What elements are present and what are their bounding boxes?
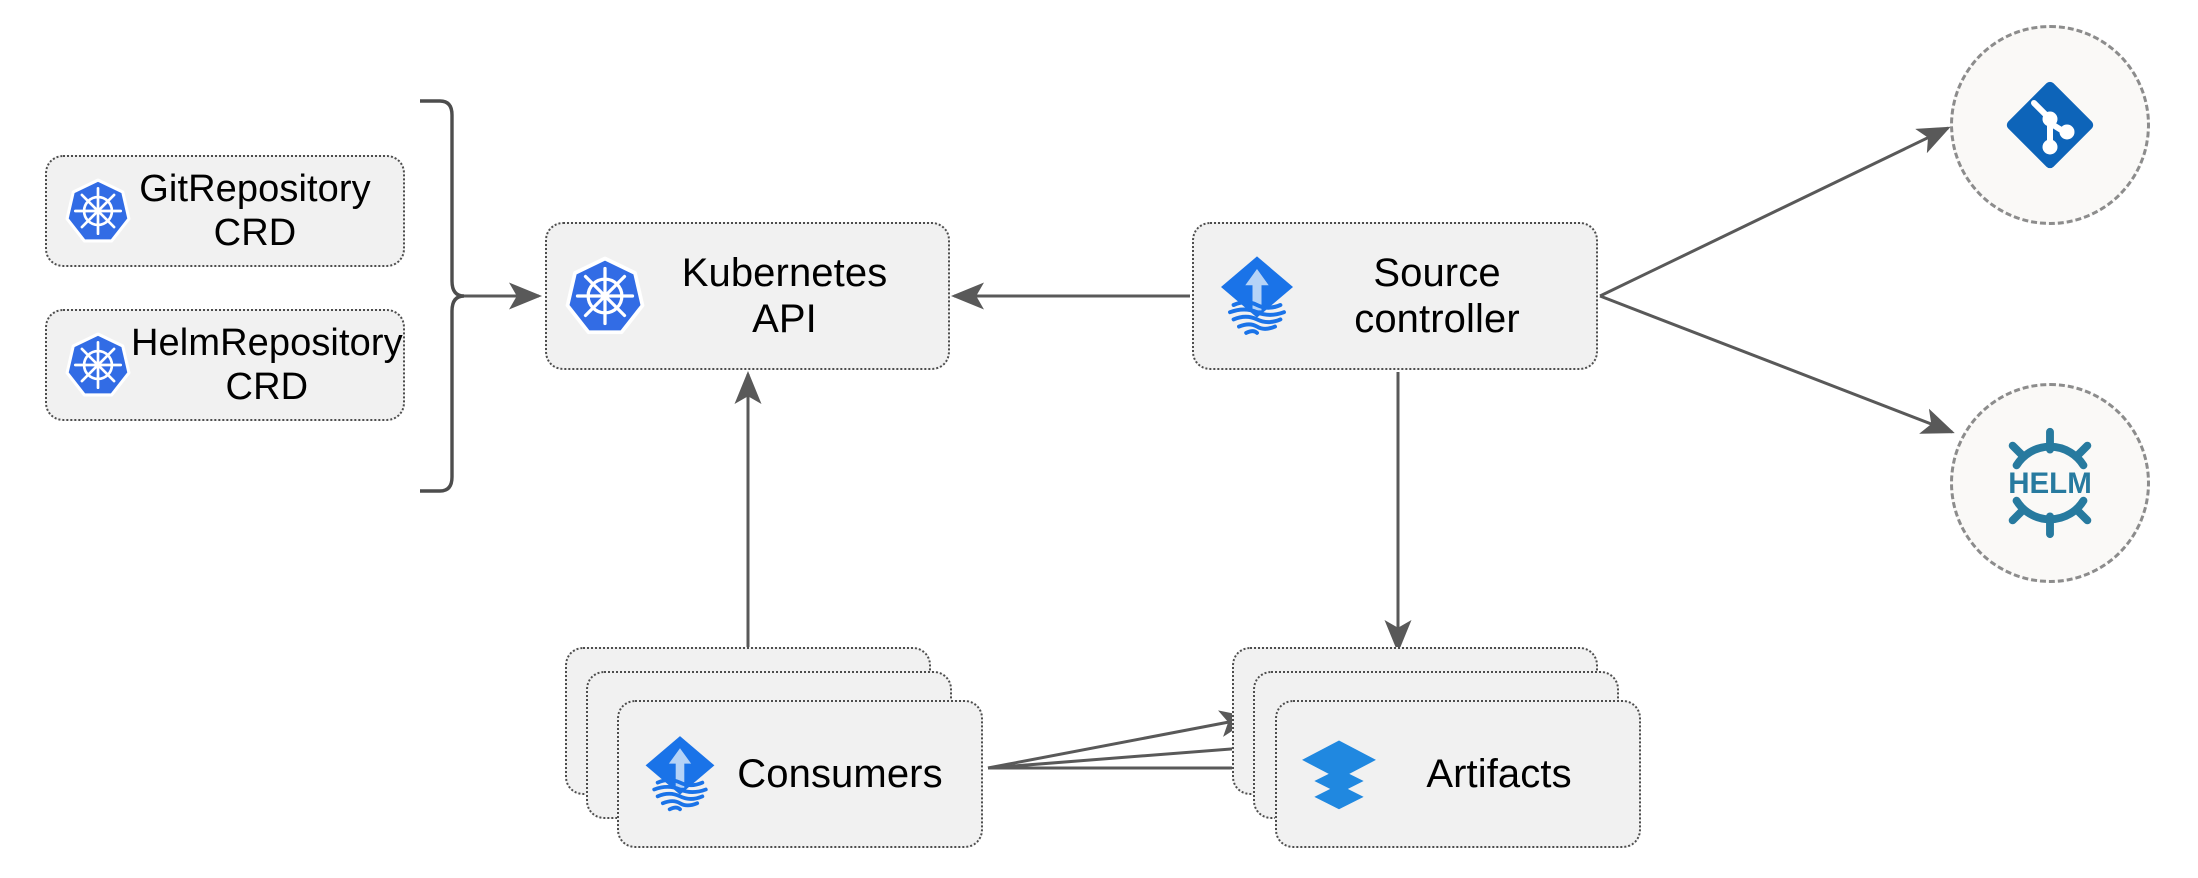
source-controller-node[interactable]: Source controller [1192, 222, 1598, 370]
kubernetes-icon [565, 256, 645, 336]
artifacts-label: Artifacts [1426, 751, 1572, 796]
kubernetes-api-label: Kubernetes API [681, 250, 888, 341]
kubernetes-api-node[interactable]: Kubernetes API [545, 222, 950, 370]
consumers-label: Consumers [737, 751, 943, 796]
wire-source-to-git [1599, 126, 1951, 298]
gitrepository-crd-node[interactable]: GitRepository CRD [45, 155, 405, 267]
flux-icon [637, 731, 723, 817]
wire-source-to-helm [1599, 294, 1955, 434]
helm-wordmark: HELM [2008, 467, 2092, 500]
consumers-node[interactable]: Consumers [617, 700, 983, 848]
artifacts-node[interactable]: Artifacts [1275, 700, 1641, 848]
layers-icon [1295, 730, 1383, 818]
helm-source-circle[interactable]: HELM [1950, 383, 2150, 583]
gitrepository-crd-label: GitRepository CRD [139, 167, 371, 254]
flux-icon [1212, 251, 1302, 341]
git-source-circle[interactable] [1950, 25, 2150, 225]
wire-consumers-to-artifact-1 [987, 710, 1253, 770]
git-icon [2000, 75, 2100, 175]
helm-icon: HELM [1991, 424, 2109, 542]
helmrepository-crd-label: HelmRepository CRD [131, 321, 403, 408]
kubernetes-icon [65, 332, 131, 398]
kubernetes-icon [65, 178, 131, 244]
crd-group-brace [420, 99, 465, 493]
source-controller-label: Source controller [1354, 250, 1520, 341]
helmrepository-crd-node[interactable]: HelmRepository CRD [45, 309, 405, 421]
